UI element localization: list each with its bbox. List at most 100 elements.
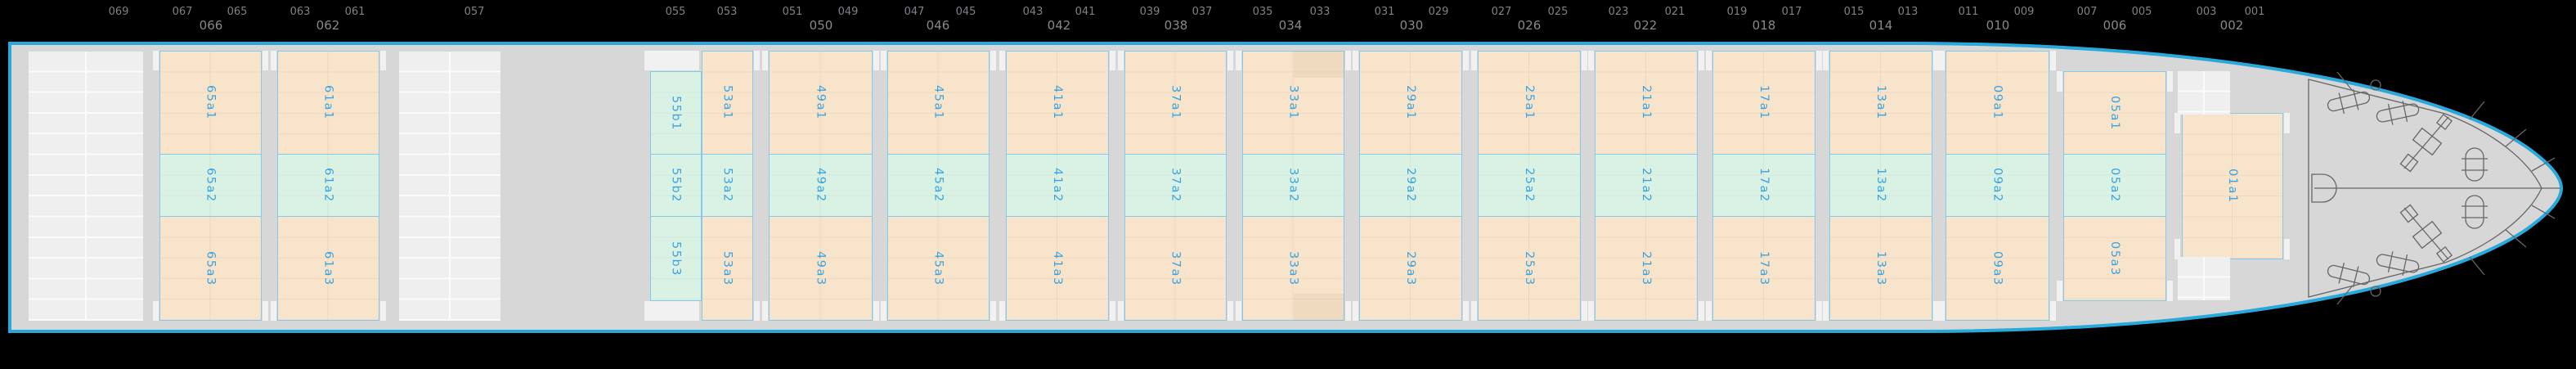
bay-label-050: 050 [809, 18, 833, 33]
cell-49a1[interactable]: 49a1 [769, 51, 873, 155]
cell-05a2[interactable]: 05a2 [2063, 154, 2166, 217]
cell-55b3[interactable]: 55b3 [650, 216, 702, 301]
cell-09a2[interactable]: 09a2 [1945, 154, 2049, 217]
cell-33a2[interactable]: 33a2 [1242, 154, 1344, 217]
hatch-tab [1471, 301, 1477, 321]
cell-05a1[interactable]: 05a1 [2063, 71, 2166, 155]
cell-label: 37a2 [1169, 168, 1183, 203]
bay-label-031: 031 [1374, 6, 1395, 18]
cell-label: 01a1 [2226, 169, 2239, 204]
cell-45a1[interactable]: 45a1 [887, 51, 990, 155]
mooring-winch-icon [2327, 89, 2371, 114]
cell-65a1[interactable]: 65a1 [159, 51, 262, 155]
cell-21a3[interactable]: 21a3 [1595, 216, 1698, 321]
cell-13a3[interactable]: 13a3 [1829, 216, 1932, 321]
bay-label-042: 042 [1047, 18, 1071, 33]
cell-37a3[interactable]: 37a3 [1124, 216, 1227, 321]
cell-21a1[interactable]: 21a1 [1595, 51, 1698, 155]
cell-label: 25a3 [1523, 250, 1536, 286]
cell-label: 55b2 [669, 168, 683, 203]
bay-label-015: 015 [1843, 6, 1865, 18]
cell-label: 45a3 [931, 250, 945, 286]
cell-61a2[interactable]: 61a2 [277, 154, 379, 217]
cell-53a1[interactable]: 53a1 [702, 51, 753, 155]
hatch-tab [271, 301, 276, 321]
bay-label-055: 055 [665, 6, 686, 18]
anchor-windlass-bottom [2399, 204, 2453, 263]
cell-25a1[interactable]: 25a1 [1478, 51, 1581, 155]
cell-61a3[interactable]: 61a3 [277, 216, 379, 321]
cell-label: 41a3 [1051, 250, 1064, 286]
cell-29a3[interactable]: 29a3 [1359, 216, 1462, 321]
cell-49a2[interactable]: 49a2 [769, 154, 873, 217]
hatch-tab [1588, 301, 1594, 321]
bay-label-039: 039 [1139, 6, 1160, 18]
cell-09a1[interactable]: 09a1 [1945, 51, 2049, 155]
cell-29a2[interactable]: 29a2 [1359, 154, 1462, 217]
cell-17a1[interactable]: 17a1 [1712, 51, 1815, 155]
bay-label-007: 007 [2076, 6, 2098, 18]
cell-29a1[interactable]: 29a1 [1359, 51, 1462, 155]
hatch-tab [1353, 51, 1358, 70]
hatch-tab [1353, 301, 1358, 321]
hatch-tab [380, 301, 386, 321]
hatch-tab [873, 301, 879, 321]
cell-25a3[interactable]: 25a3 [1478, 216, 1581, 321]
hatch-tab [1463, 51, 1469, 70]
cell-33a3[interactable]: 33a3 [1242, 216, 1344, 321]
cell-label: 55b1 [669, 95, 683, 131]
cell-55b1[interactable]: 55b1 [650, 71, 702, 155]
cell-25a2[interactable]: 25a2 [1478, 154, 1581, 217]
cell-53a3[interactable]: 53a3 [702, 216, 753, 321]
cell-41a3[interactable]: 41a3 [1006, 216, 1109, 321]
cell-label: 53a3 [720, 250, 734, 286]
cell-09a3[interactable]: 09a3 [1945, 216, 2049, 321]
cell-13a2[interactable]: 13a2 [1829, 154, 1932, 217]
cell-17a2[interactable]: 17a2 [1712, 154, 1815, 217]
cell-33a1[interactable]: 33a1 [1242, 51, 1344, 155]
cell-label: 53a2 [720, 168, 734, 203]
loaded-slot-shade [1294, 51, 1344, 78]
hatch-tab [873, 51, 879, 70]
cell-05a3[interactable]: 05a3 [2063, 216, 2166, 301]
bay-label-003: 003 [2196, 6, 2217, 18]
cell-49a3[interactable]: 49a3 [769, 216, 873, 321]
bollard-icon [2462, 147, 2488, 182]
cell-65a3[interactable]: 65a3 [159, 216, 262, 321]
hatch-tab [380, 51, 386, 70]
bay-label-026: 026 [1517, 18, 1542, 33]
bay-label-045: 045 [955, 6, 976, 18]
cell-21a2[interactable]: 21a2 [1595, 154, 1698, 217]
hatch-tab [999, 51, 1005, 70]
hatch-tab [1939, 301, 1945, 321]
hatch-cap [644, 51, 699, 70]
cell-label: 33a3 [1286, 250, 1300, 286]
hatch-tab [1933, 301, 1939, 321]
cell-label: 45a2 [931, 168, 945, 203]
cell-13a1[interactable]: 13a1 [1829, 51, 1932, 155]
bay-label-069: 069 [108, 6, 129, 18]
cell-41a2[interactable]: 41a2 [1006, 154, 1109, 217]
mooring-winch-icon [2327, 263, 2371, 287]
cell-61a1[interactable]: 61a1 [277, 51, 379, 155]
cell-41a1[interactable]: 41a1 [1006, 51, 1109, 155]
anchor-windlass-top [2399, 113, 2453, 173]
cell-55b2[interactable]: 55b2 [650, 154, 702, 217]
hatch-tab [2050, 51, 2056, 70]
cell-37a2[interactable]: 37a2 [1124, 154, 1227, 217]
cell-01a1[interactable]: 01a1 [2182, 113, 2283, 259]
bay-label-043: 043 [1022, 6, 1043, 18]
cell-17a3[interactable]: 17a3 [1712, 216, 1815, 321]
hatch-tab [1816, 51, 1822, 70]
hatch-tab [263, 301, 268, 321]
hatch-tab [1236, 51, 1241, 70]
bay-label-037: 037 [1192, 6, 1213, 18]
hatch-tab [754, 51, 760, 70]
hatch-tab [999, 301, 1005, 321]
cell-45a2[interactable]: 45a2 [887, 154, 990, 217]
bay-label-066: 066 [199, 18, 223, 33]
cell-65a2[interactable]: 65a2 [159, 154, 262, 217]
cell-45a3[interactable]: 45a3 [887, 216, 990, 321]
cell-37a1[interactable]: 37a1 [1124, 51, 1227, 155]
cell-53a2[interactable]: 53a2 [702, 154, 753, 217]
